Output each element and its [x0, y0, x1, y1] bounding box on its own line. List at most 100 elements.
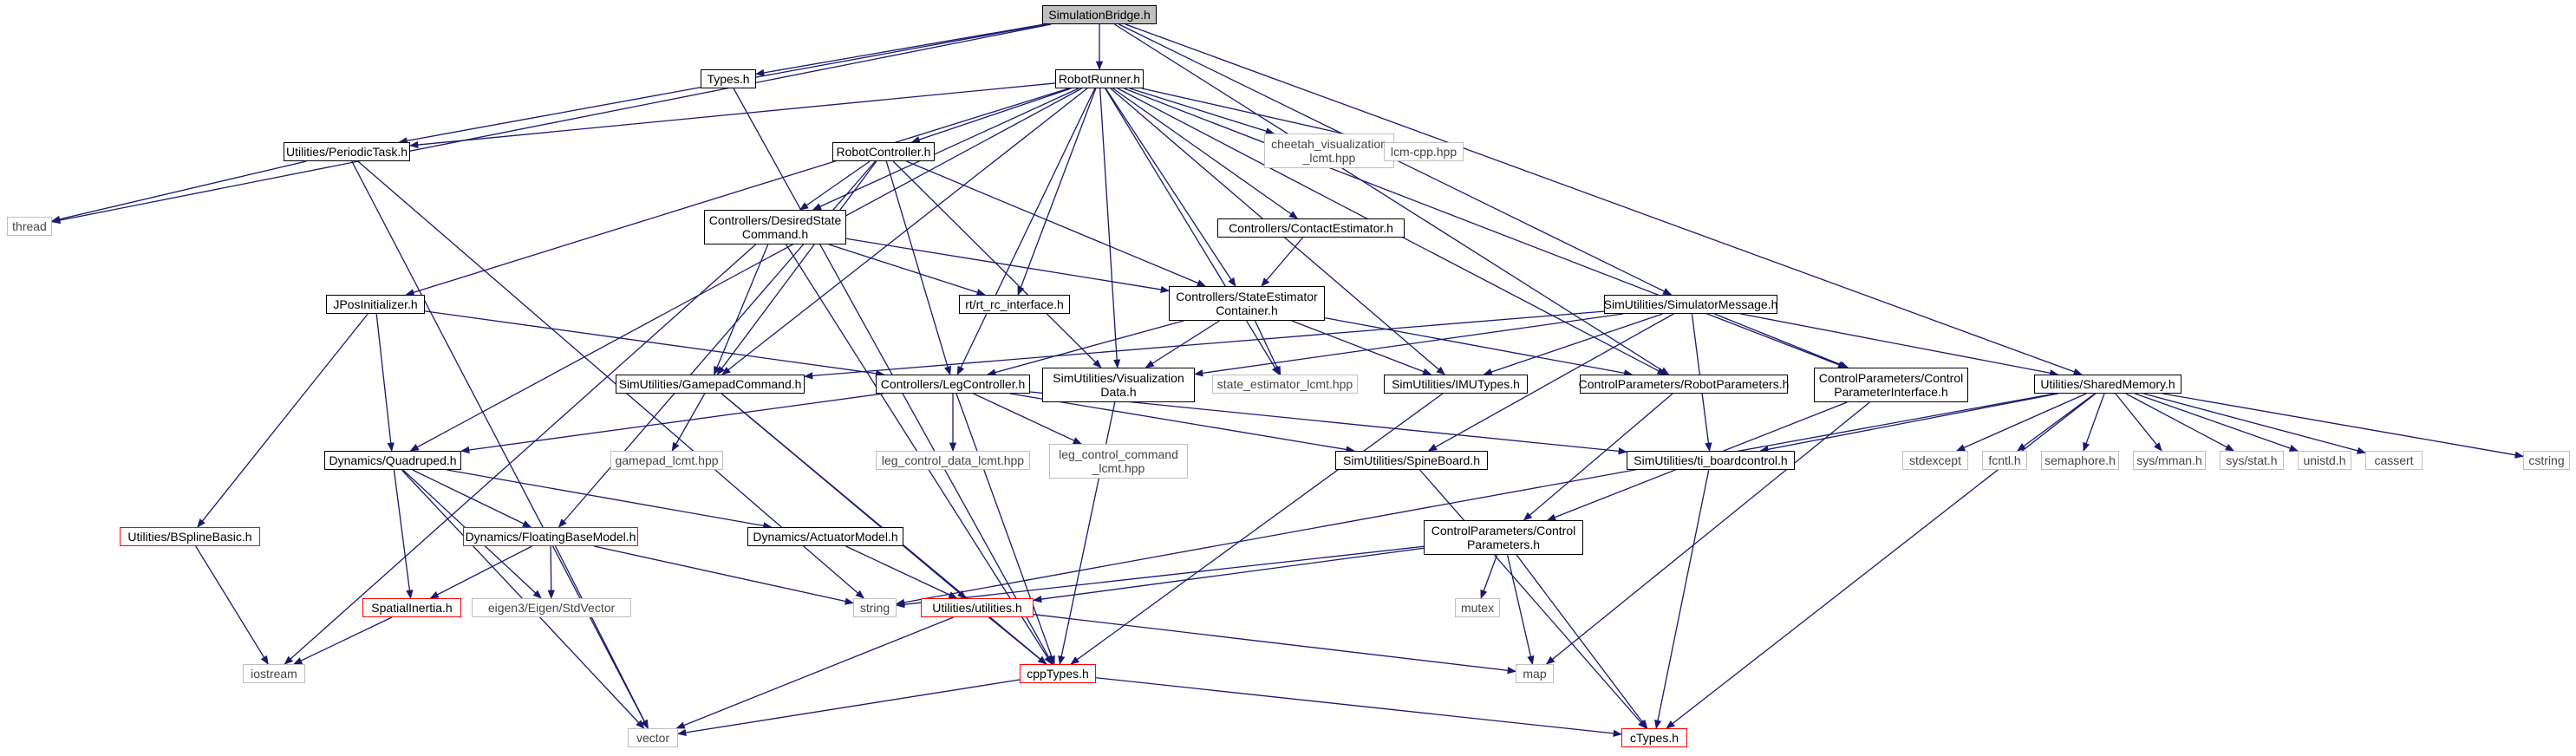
node-label: cstring: [2528, 453, 2565, 467]
node-rt-rc-interface[interactable]: rt/rt_rc_interface.h: [959, 295, 1070, 314]
edge-shared-memory-to-stdexcept: [1955, 393, 2087, 452]
node-leg-controller[interactable]: Controllers/LegController.h: [876, 375, 1030, 394]
node-label: SimUtilities/SpineBoard.h: [1343, 453, 1480, 467]
node-jpos-initializer[interactable]: JPosInitializer.h: [326, 295, 425, 314]
edge-leg-controller-to-quadruped: [460, 393, 884, 454]
node-label: map: [1523, 667, 1547, 681]
node-label: lcm-cpp.hpp: [1390, 145, 1458, 159]
node-c-types[interactable]: cTypes.h: [1621, 728, 1687, 747]
node-floating-base-model[interactable]: Dynamics/FloatingBaseModel.h: [463, 527, 638, 546]
node-state-estimator-container[interactable]: Controllers/StateEstimator Container.h: [1169, 286, 1325, 321]
node-label: Utilities/PeriodicTask.h: [285, 145, 408, 159]
node-desired-state-command[interactable]: Controllers/DesiredState Command.h: [704, 210, 846, 244]
node-label: Controllers/LegController.h: [880, 377, 1026, 391]
edge-state-estimator-container-to-leg-controller: [987, 320, 1184, 376]
node-label: cheetah_visualization _lcmt.hpp: [1271, 137, 1387, 165]
node-label: fcntl.h: [1988, 453, 2021, 467]
node-spatial-inertia[interactable]: SpatialInertia.h: [362, 598, 461, 617]
node-control-parameter-interface[interactable]: ControlParameters/Control ParameterInter…: [1814, 368, 1968, 402]
edge-gamepad-command-to-gamepad-lcmt: [671, 393, 706, 452]
edge-shared-memory-to-string: [895, 393, 2056, 606]
edge-utilities-to-vector: [675, 616, 954, 729]
edge-robot-runner-to-control-parameter-interface: [1124, 88, 1848, 368]
edge-robot-runner-to-desired-state-command: [812, 88, 1079, 211]
node-simulator-message[interactable]: SimUtilities/SimulatorMessage.h: [1604, 295, 1777, 314]
node-label: sys/stat.h: [2226, 453, 2278, 467]
node-periodic-task[interactable]: Utilities/PeriodicTask.h: [284, 142, 410, 161]
edge-periodic-task-to-vector: [351, 160, 649, 729]
edge-robot-runner-to-state-estimator-lcmt: [1105, 88, 1280, 375]
edge-periodic-task-to-string: [357, 160, 865, 599]
edge-simulator-message-to-shared-memory: [1740, 313, 2059, 377]
edge-floating-base-model-to-string: [594, 545, 855, 605]
node-fcntl: fcntl.h: [1982, 451, 2027, 470]
node-label: Controllers/ContactEstimator.h: [1229, 221, 1393, 235]
edge-contact-estimator-to-state-estimator-container: [1261, 237, 1304, 287]
node-spine-board[interactable]: SimUtilities/SpineBoard.h: [1335, 451, 1488, 470]
node-label: Dynamics/Quadruped.h: [329, 453, 457, 467]
node-vector: vector: [628, 728, 678, 747]
node-cstring: cstring: [2523, 451, 2570, 470]
edge-desired-state-command-to-state-estimator-container: [845, 238, 1171, 294]
edge-simulator-message-to-gamepad-command: [803, 310, 1605, 380]
node-label: SimUtilities/IMUTypes.h: [1392, 377, 1520, 391]
node-leg-control-data-lcmt: leg_control_data_lcmt.hpp: [876, 451, 1030, 470]
node-mutex: mutex: [1455, 598, 1500, 617]
node-contact-estimator[interactable]: Controllers/ContactEstimator.h: [1217, 218, 1405, 238]
edge-quadruped-to-actuator-model: [447, 469, 773, 530]
node-quadruped[interactable]: Dynamics/Quadruped.h: [324, 451, 461, 470]
node-map: map: [1516, 664, 1554, 683]
node-cassert: cassert: [2365, 451, 2423, 470]
node-shared-memory[interactable]: Utilities/SharedMemory.h: [2034, 375, 2181, 394]
node-simulation-bridge[interactable]: SimulationBridge.h: [1042, 5, 1157, 24]
node-ti-boardcontrol[interactable]: SimUtilities/ti_boardcontrol.h: [1627, 451, 1795, 470]
node-sys-stat: sys/stat.h: [2220, 451, 2284, 470]
edge-robot-controller-to-state-estimator-container: [906, 160, 1207, 287]
node-label: ControlParameters/RobotParameters.h: [1578, 377, 1790, 391]
edge-robot-runner-to-quadruped: [409, 88, 1082, 452]
node-bspline-basic[interactable]: Utilities/BSplineBasic.h: [120, 527, 260, 546]
node-label: RobotRunner.h: [1058, 72, 1141, 86]
edge-simulation-bridge-to-thread: [50, 23, 1052, 225]
edge-robot-runner-to-contact-estimator: [1112, 88, 1299, 219]
edge-bspline-basic-to-iostream: [195, 545, 269, 665]
node-label: JPosInitializer.h: [333, 297, 418, 311]
node-sys-mman: sys/mman.h: [2133, 451, 2206, 470]
edge-control-parameters-to-string: [895, 545, 1425, 609]
node-cpp-types[interactable]: cppTypes.h: [1020, 664, 1096, 683]
edge-jpos-initializer-to-quadruped: [375, 313, 395, 453]
node-gamepad-command[interactable]: SimUtilities/GamepadCommand.h: [616, 375, 805, 394]
node-eigen-stdvector: eigen3/Eigen/StdVector: [472, 598, 631, 617]
node-actuator-model[interactable]: Dynamics/ActuatorModel.h: [747, 527, 903, 546]
node-sim-visualization-data[interactable]: SimUtilities/Visualization Data.h: [1042, 368, 1195, 402]
node-label: cTypes.h: [1629, 731, 1679, 745]
node-robot-runner[interactable]: RobotRunner.h: [1055, 69, 1144, 88]
edge-shared-memory-to-semaphore: [2083, 393, 2105, 452]
edge-shared-memory-to-sys-stat: [2125, 393, 2235, 452]
node-label: state_estimator_lcmt.hpp: [1216, 377, 1353, 391]
node-semaphore: semaphore.h: [2041, 451, 2119, 470]
node-utilities[interactable]: Utilities/utilities.h: [921, 598, 1034, 617]
edge-control-parameters-to-map: [1506, 554, 1535, 666]
node-gamepad-lcmt: gamepad_lcmt.hpp: [610, 451, 723, 470]
node-robot-controller[interactable]: RobotController.h: [832, 142, 935, 161]
node-lcm-cpp: lcm-cpp.hpp: [1384, 142, 1464, 161]
node-label: SimUtilities/GamepadCommand.h: [618, 377, 802, 391]
edge-floating-base-model-to-spatial-inertia: [429, 545, 532, 599]
edge-shared-memory-to-sys-mman: [2115, 393, 2162, 452]
edge-utilities-to-cpp-types: [988, 616, 1047, 665]
edge-simulation-bridge-to-shared-memory: [1125, 23, 2083, 375]
edge-shared-memory-to-fcntl: [2017, 393, 2096, 452]
edge-actuator-model-to-utilities: [845, 545, 958, 599]
edge-robot-runner-to-leg-controller: [956, 88, 1096, 375]
edge-shared-memory-to-cassert: [2143, 393, 2367, 454]
node-label: semaphore.h: [2044, 453, 2116, 467]
node-robot-parameters[interactable]: ControlParameters/RobotParameters.h: [1578, 375, 1790, 394]
node-label: SpatialInertia.h: [371, 601, 453, 615]
edge-simulator-message-to-imu-types: [1483, 313, 1663, 375]
node-label: stdexcept: [1909, 453, 1961, 467]
node-types[interactable]: Types.h: [701, 69, 756, 88]
node-imu-types[interactable]: SimUtilities/IMUTypes.h: [1384, 375, 1528, 394]
node-control-parameters[interactable]: ControlParameters/Control Parameters.h: [1424, 520, 1583, 555]
